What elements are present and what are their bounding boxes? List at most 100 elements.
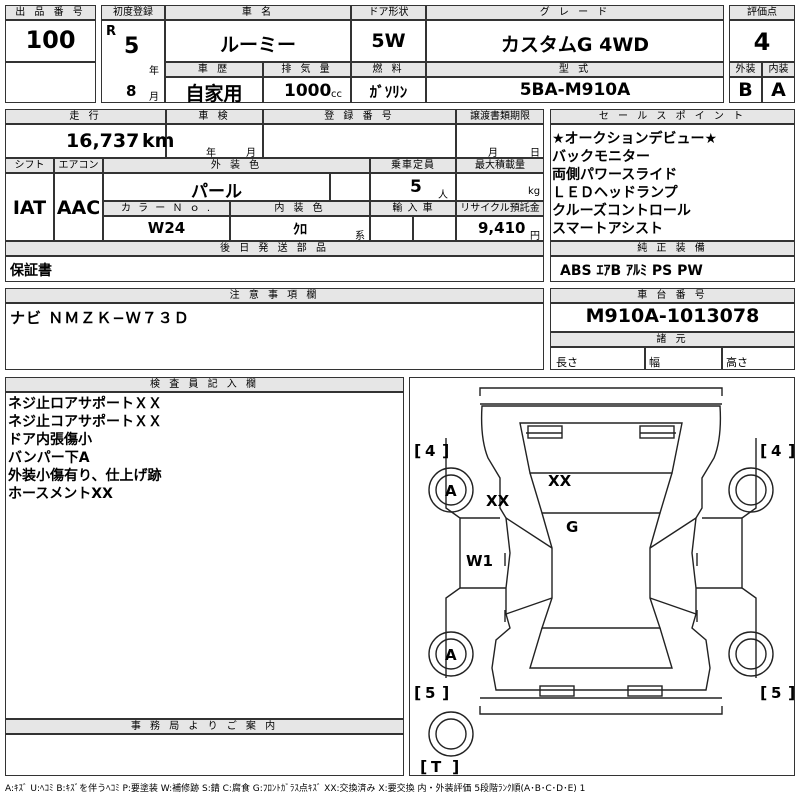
import-label: 輸 入 車 [370, 201, 456, 216]
damage-mark-w1-door: W1 [466, 552, 493, 570]
score-label: 評価点 [729, 5, 795, 20]
disp-value: 1000 [284, 81, 332, 101]
office-label: 事 務 局 よ り ご 案 内 [5, 719, 404, 734]
lot-value: 100 [25, 26, 76, 54]
sales-list: ★オークションデビュー★ バックモニター 両側パワースライド ＬＥＤヘッドランプ… [552, 130, 717, 238]
list-item: 両側パワースライド [552, 167, 678, 183]
regno-label: 登 録 番 号 [263, 109, 456, 124]
year-unit: 年 [149, 66, 159, 77]
disp-unit: cc [331, 89, 342, 100]
era: R [106, 24, 117, 39]
int-color-value: ｸﾛ [293, 222, 307, 238]
tire-rl-bracket-left: [ [414, 683, 421, 702]
model-value: 5BA-M910A [519, 80, 631, 100]
list-item: ネジ止ロアサポートＸＸ [8, 396, 162, 412]
model-label: 型 式 [426, 62, 724, 77]
list-item: ネジ止コアサポートＸＸ [8, 414, 162, 430]
height-label: 高さ [726, 356, 748, 369]
lot-label: 出 品 番 号 [5, 5, 96, 20]
doc-label: 譲渡書類期限 [456, 109, 544, 124]
list-item: クルーズコントロール [552, 203, 691, 219]
recycle-unit: 円 [530, 231, 540, 242]
doc-month-unit: 月 [488, 148, 498, 159]
legend: A:ｷｽﾞ U:ﾍｺﾐ B:ｷｽﾞを伴うﾍｺﾐ P:要塗装 W:補修跡 S:錆 … [5, 784, 586, 794]
list-item: ドア内張傷小 [8, 432, 92, 448]
spare-tire-label: T [431, 758, 442, 776]
car-name: ルーミー [219, 34, 296, 56]
insp-month-unit: 月 [246, 148, 256, 159]
int-value: A [771, 79, 786, 101]
list-item: ホースメントXX [8, 486, 113, 502]
list-item: バックモニター [552, 149, 650, 165]
notes-label: 注 意 事 項 欄 [5, 288, 544, 303]
tire-fl-bracket-left: [ [414, 441, 421, 460]
sales-label: セ ー ル ス ポ イ ン ト [550, 109, 795, 124]
shift-value: IAT [12, 197, 47, 219]
damage-mark-a-front: A [445, 482, 457, 500]
chassis-label: 車 台 番 号 [550, 288, 795, 303]
width-label: 幅 [649, 356, 660, 369]
capacity-label: 乗車定員 [370, 158, 456, 173]
capacity-value: 5 [410, 177, 422, 197]
later-parts-label: 後 日 発 送 部 品 [5, 241, 544, 256]
int-color-unit: 系 [355, 231, 365, 242]
capacity-unit: 人 [438, 190, 448, 201]
length-label: 長さ [556, 356, 578, 369]
doc-day-unit: 日 [530, 148, 540, 159]
ext-value: B [738, 79, 753, 101]
spec-label: 諸 元 [550, 332, 795, 347]
equip-value: ABS ｴｱB ｱﾙﾐ PS PW [560, 263, 703, 279]
tire-fr-depth: 4 [771, 442, 782, 460]
shift-label: シフト [5, 158, 54, 173]
tire-rr-bracket-right: ] [788, 683, 794, 702]
load-label: 最大積載量 [456, 158, 544, 173]
car-outline: [ ] [ ] [ ] [ ] [ ] [414, 387, 795, 776]
list-item: バンパー下A [8, 450, 90, 466]
ext-label: 外装 [729, 62, 762, 77]
damage-mark-a-rear: A [445, 646, 457, 664]
tire-fr-bracket-left: [ [760, 441, 767, 460]
disp-label: 排 気 量 [263, 62, 351, 77]
color-value: パール [191, 182, 242, 202]
fuel-value: ｶﾞｿﾘﾝ [369, 83, 408, 101]
door-value: 5W [371, 30, 406, 52]
ac-value: AAC [56, 197, 101, 219]
damage-mark-xx-left: XX [486, 492, 510, 510]
tire-rr-depth: 5 [771, 684, 782, 702]
insp-year-unit: 年 [206, 148, 216, 159]
tire-fl-bracket-right: ] [442, 441, 449, 460]
first-reg-label: 初度登録 [101, 5, 165, 20]
history-value: 自家用 [185, 83, 243, 105]
inspection-label: 車 検 [166, 109, 263, 124]
color-no-label: カ ラ ー Ｎ ｏ . [103, 201, 230, 216]
later-parts-value: 保証書 [10, 263, 52, 279]
tire-rr-bracket-left: [ [760, 683, 767, 702]
mileage-value: 16,737 [66, 130, 140, 152]
door-label: ドア形状 [351, 5, 426, 20]
score-value: 4 [753, 28, 771, 56]
recycle-value: 9,410 [478, 219, 526, 237]
tire-fr-bracket-right: ] [788, 441, 794, 460]
grade-label: グ レ ー ド [426, 5, 724, 20]
equip-label: 純 正 装 備 [550, 241, 795, 256]
list-item: 外装小傷有り、仕上げ跡 [8, 468, 162, 484]
color-no-value: W24 [147, 219, 186, 237]
history-label: 車 歴 [165, 62, 263, 77]
color-label: 外 装 色 [103, 158, 370, 173]
int-label: 内装 [762, 62, 795, 77]
tire-rl-bracket-right: ] [442, 683, 449, 702]
damage-mark-g-glass: G [566, 518, 579, 536]
damage-mark-xx-hood: XX [548, 472, 572, 490]
month-unit: 月 [149, 92, 159, 103]
chassis-value: M910A-1013078 [585, 305, 760, 327]
damage-diagram: [ ] [ ] [ ] [ ] [ ] 4 4 5 5 T A XX XX G … [409, 377, 795, 776]
list-item: ★オークションデビュー★ [552, 131, 718, 147]
car-name-label: 車 名 [165, 5, 351, 20]
tire-spare-bracket-right: ] [452, 757, 459, 775]
list-item: ＬＥＤヘッドランプ [552, 185, 678, 201]
reg-month: 8 [126, 82, 137, 100]
grade-value: カスタムG 4WD [500, 34, 650, 56]
reg-year: 5 [124, 34, 140, 59]
notes-value: ナビ ＮＭＺＫ−Ｗ７３Ｄ [10, 309, 190, 327]
tire-spare-bracket-left: [ [420, 757, 427, 775]
